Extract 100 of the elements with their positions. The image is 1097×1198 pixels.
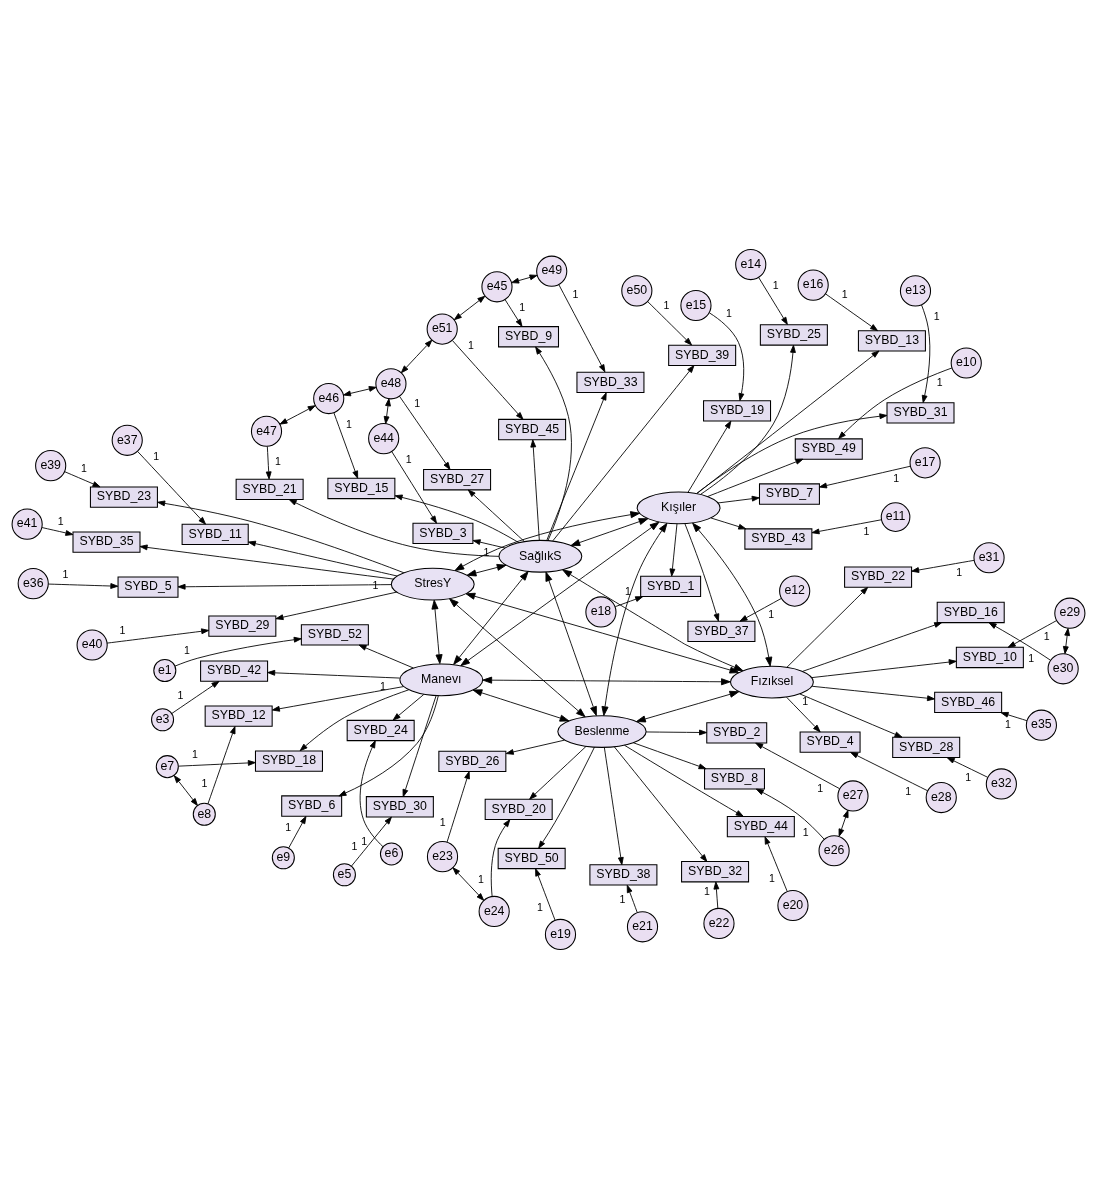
node-circle: e47	[250, 415, 283, 447]
edge-label: 1	[519, 300, 526, 313]
node-box: SYBD_9	[498, 325, 560, 347]
arrow	[358, 644, 414, 668]
arrow	[713, 881, 720, 909]
node-box: SYBD_28	[892, 736, 961, 758]
node-circle: e13	[899, 274, 932, 306]
arrow	[247, 540, 398, 576]
node-circle: e29	[1054, 597, 1086, 629]
arrow	[402, 694, 437, 797]
arrow	[647, 300, 692, 345]
edge-label: 1	[933, 309, 940, 322]
node-circle: e45	[481, 270, 513, 302]
edge-label: 1	[1028, 651, 1035, 664]
node-box: SYBD_5	[117, 576, 179, 598]
arrow	[467, 489, 525, 542]
node-box: SYBD_42	[200, 659, 269, 682]
node-circle: e7	[155, 754, 179, 778]
node-circle: e18	[585, 595, 617, 627]
node-box: SYBD_49	[794, 437, 863, 460]
arrow	[173, 774, 198, 806]
node-circle: e1	[153, 658, 177, 682]
node-circle: e41	[11, 508, 43, 540]
edge-label: 1	[768, 607, 775, 620]
arrow	[177, 583, 392, 590]
arrow	[811, 658, 957, 678]
arrow	[692, 522, 773, 667]
arrow	[399, 395, 451, 470]
arrow	[460, 521, 660, 666]
node-circle: e50	[621, 274, 653, 306]
arrow	[453, 570, 529, 665]
node-circle: e15	[680, 289, 712, 321]
arrow	[546, 391, 607, 541]
node-circle: e23	[426, 840, 459, 872]
edge-label: 1	[905, 784, 912, 797]
node-circle: e36	[17, 567, 49, 599]
arrow	[178, 759, 256, 767]
edge-label: 1	[379, 679, 386, 692]
node-circle: e37	[111, 424, 143, 456]
node-circle: e19	[544, 918, 577, 950]
arrow	[538, 746, 595, 849]
node-box: SYBD_39	[668, 344, 737, 366]
arrow	[333, 412, 359, 479]
node-box: SYBD_7	[758, 482, 820, 505]
edge-label: 1	[537, 900, 543, 913]
node-box: SYBD_4	[799, 730, 861, 753]
arrow	[207, 725, 236, 804]
arrow	[106, 627, 210, 644]
node-box: SYBD_52	[300, 623, 369, 645]
arrow	[636, 690, 740, 722]
arrow	[946, 756, 989, 778]
edge-label: 1	[478, 872, 484, 885]
arrow	[811, 518, 882, 534]
node-circle: e8	[192, 802, 216, 826]
arrow	[351, 816, 392, 867]
arrow	[137, 450, 206, 525]
arrow	[288, 498, 500, 557]
node-box: SYBD_10	[955, 646, 1024, 668]
arrow	[755, 742, 841, 789]
edge-label: 1	[802, 825, 809, 838]
arrow	[535, 346, 572, 541]
arrow	[139, 544, 394, 580]
edge-label: 1	[285, 820, 292, 833]
edge-label: 1	[863, 524, 870, 537]
arrow	[343, 385, 377, 396]
arrow	[755, 788, 825, 840]
edge-label: 1	[893, 471, 900, 484]
node-circle: e20	[777, 889, 809, 921]
edge-label: 1	[817, 781, 824, 794]
node-circle: e11	[880, 501, 911, 532]
arrow	[267, 669, 401, 679]
node-circle: e5	[332, 862, 356, 886]
arrow	[645, 729, 708, 735]
edge-label: 1	[1005, 717, 1011, 730]
node-circle: e35	[1025, 709, 1057, 741]
arrow	[825, 292, 878, 331]
node-box: SYBD_21	[235, 478, 304, 500]
arrow	[391, 450, 437, 524]
node-box: SYBD_8	[704, 767, 765, 790]
edge-label: 1	[703, 884, 710, 897]
node-circle: e6	[379, 841, 403, 865]
arrow	[626, 884, 638, 913]
node-box: SYBD_33	[576, 371, 645, 393]
arrow	[338, 694, 439, 796]
arrow	[601, 522, 668, 716]
edge-label: 1	[768, 871, 775, 884]
arrow	[466, 563, 507, 576]
arrow	[786, 586, 869, 668]
node-box: SYBD_35	[72, 531, 141, 553]
node-circle: e16	[797, 269, 829, 301]
arrow	[275, 591, 398, 620]
edge-label: 1	[191, 747, 198, 760]
node-box: SYBD_30	[365, 795, 434, 817]
edge-label: 1	[405, 452, 412, 465]
arrow	[482, 676, 731, 685]
arrow	[696, 350, 880, 494]
arrow	[174, 636, 302, 667]
node-circle: e28	[925, 781, 957, 813]
arrow	[802, 621, 943, 672]
arrow	[811, 685, 935, 701]
